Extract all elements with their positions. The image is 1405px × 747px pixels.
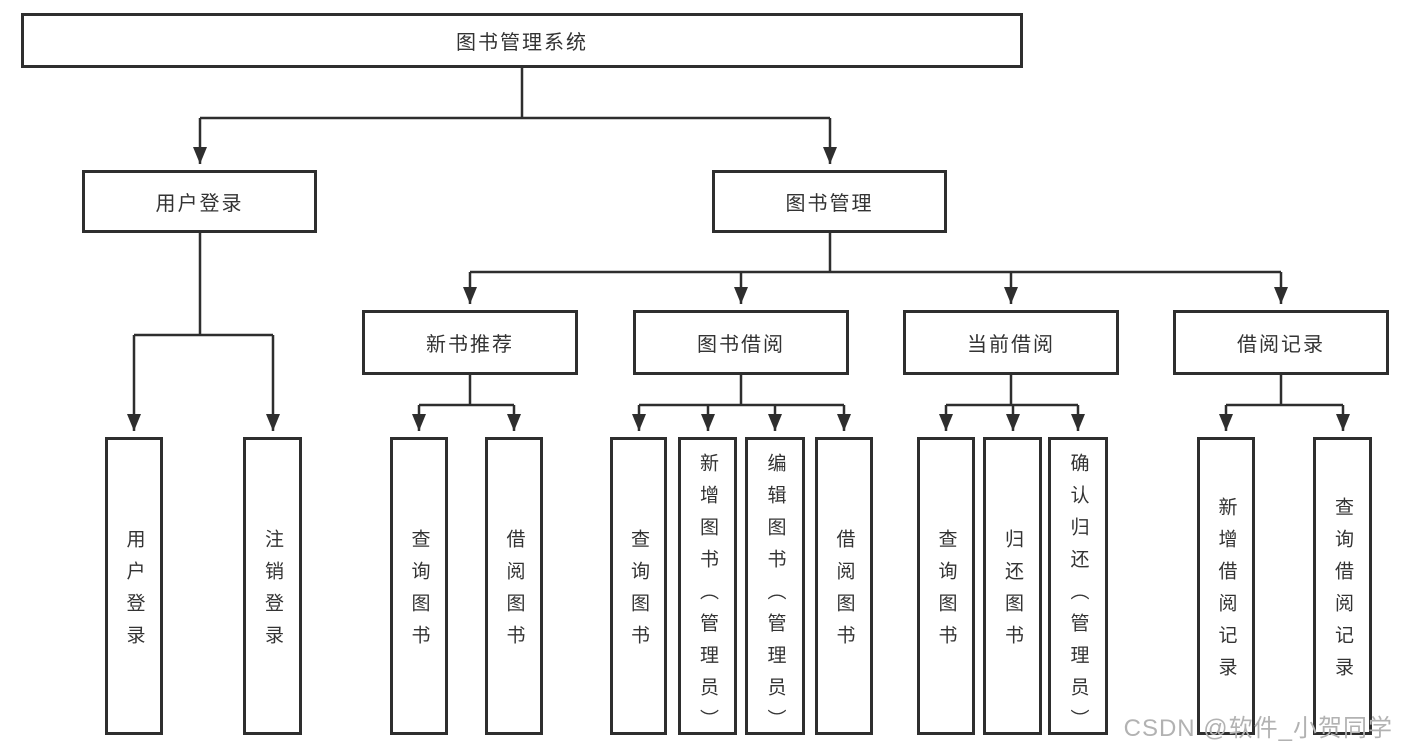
leaf-record-query-label: 查询借阅记录	[1332, 496, 1353, 689]
leaf-borrow-edit-books-admin: 编辑图书（管理员）	[745, 437, 805, 741]
leaf-logout: 注销登录	[243, 437, 302, 735]
leaf-user-login: 用户登录	[105, 437, 163, 735]
node-new-book-recommend-label: 新书推荐	[426, 334, 514, 356]
leaf-record-add: 新增借阅记录	[1197, 437, 1255, 735]
leaf-current-confirm-return-admin-label: 确认归还（管理员）	[1067, 453, 1089, 741]
node-borrow-record: 借阅记录	[1173, 310, 1389, 375]
node-book-borrow: 图书借阅	[633, 310, 849, 375]
leaf-borrow-borrow-books: 借阅图书	[815, 437, 873, 735]
node-current-borrow-label: 当前借阅	[967, 334, 1055, 356]
leaf-borrow-add-books-admin: 新增图书（管理员）	[678, 437, 737, 741]
leaf-current-return-books: 归还图书	[983, 437, 1042, 735]
leaf-current-confirm-return-admin: 确认归还（管理员）	[1048, 437, 1108, 741]
edge-root-split	[200, 68, 830, 120]
csdn-watermark: CSDN @软件_小贺同学	[1123, 715, 1393, 742]
leaf-borrow-borrow-books-label: 借阅图书	[833, 528, 855, 657]
leaf-newbook-borrow-books: 借阅图书	[485, 437, 543, 735]
node-book-mgmt-label: 图书管理	[785, 193, 874, 215]
edge-borrow-record-split	[1226, 375, 1343, 407]
node-book-mgmt: 图书管理	[712, 170, 947, 233]
node-current-borrow: 当前借阅	[903, 310, 1119, 375]
leaf-newbook-borrow-books-label: 借阅图书	[503, 528, 525, 657]
leaf-current-query-books-label: 查询图书	[935, 528, 957, 657]
edge-current-borrow-split	[946, 375, 1078, 407]
edge-book-mgmt-split	[470, 233, 1281, 274]
leaf-borrow-edit-books-admin-label: 编辑图书（管理员）	[764, 453, 786, 741]
node-new-book-recommend: 新书推荐	[362, 310, 578, 375]
leaf-record-add-label: 新增借阅记录	[1215, 496, 1237, 689]
node-borrow-record-label: 借阅记录	[1237, 334, 1325, 356]
leaf-user-login-label: 用户登录	[123, 528, 145, 657]
node-root: 图书管理系统	[21, 13, 1023, 68]
leaf-logout-label: 注销登录	[262, 528, 283, 657]
edge-user-login-split	[134, 233, 273, 337]
node-user-login: 用户登录	[82, 170, 317, 233]
leaf-borrow-add-books-admin-label: 新增图书（管理员）	[697, 453, 718, 741]
node-root-label: 图书管理系统	[456, 32, 588, 54]
node-user-login-label: 用户登录	[155, 193, 244, 215]
leaf-newbook-query-books-label: 查询图书	[408, 528, 430, 657]
leaf-current-return-books-label: 归还图书	[1002, 528, 1023, 657]
leaf-record-query: 查询借阅记录	[1313, 437, 1372, 735]
edge-book-borrow-split	[639, 375, 844, 407]
leaf-borrow-query-books-label: 查询图书	[628, 528, 649, 657]
leaf-borrow-query-books: 查询图书	[610, 437, 667, 735]
leaf-current-query-books: 查询图书	[917, 437, 975, 735]
node-book-borrow-label: 图书借阅	[697, 334, 785, 356]
leaf-newbook-query-books: 查询图书	[390, 437, 448, 735]
edge-new-book-split	[419, 375, 514, 407]
